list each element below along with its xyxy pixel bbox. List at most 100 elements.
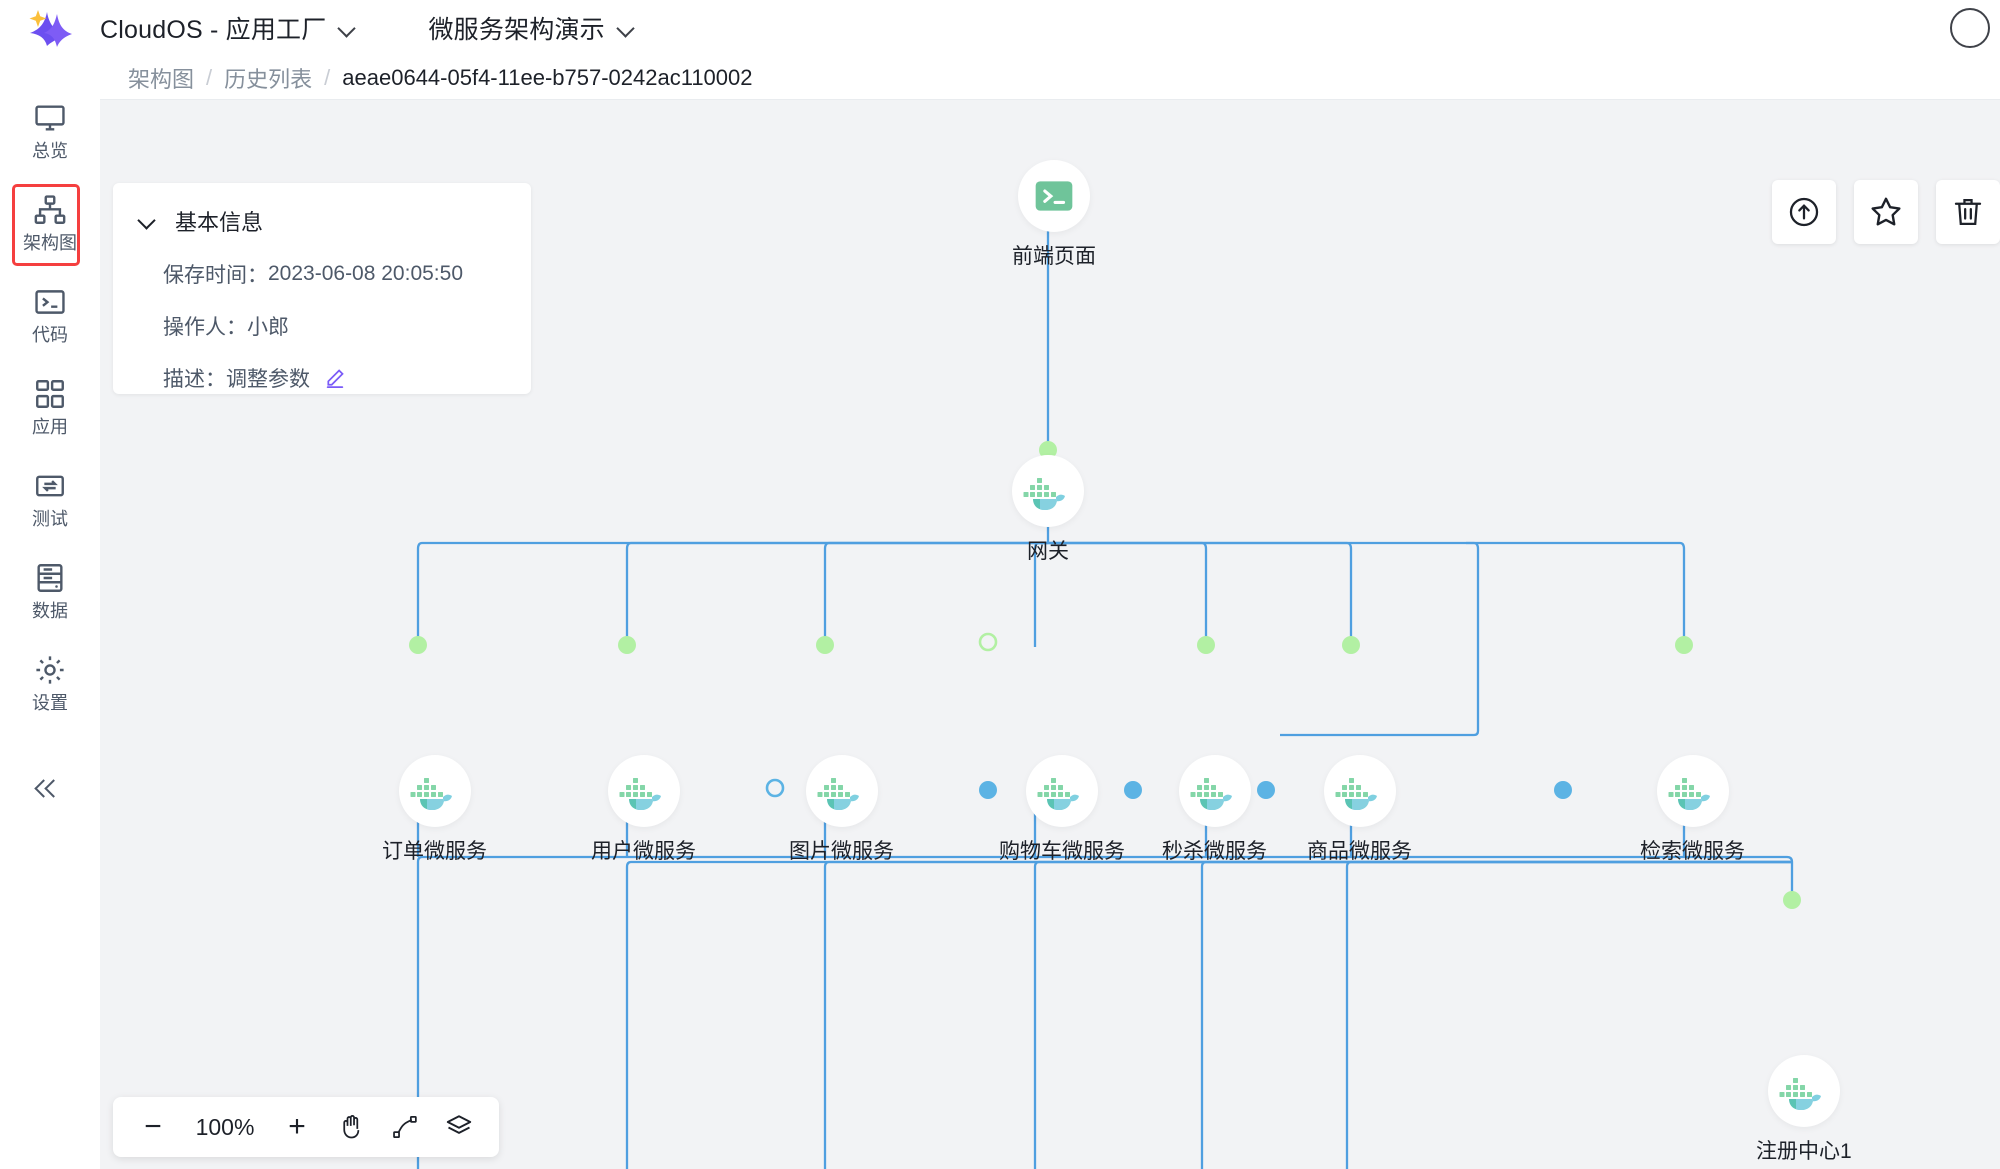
- sidebar-label: 代码: [32, 324, 68, 345]
- double-chevron-left-icon: [34, 778, 65, 800]
- zoom-out-button[interactable]: −: [129, 1103, 177, 1151]
- breadcrumb-item-current-id: aeae0644-05f4-11ee-b757-0242ac110002: [342, 64, 753, 90]
- node-label: 注册中心1: [1756, 1140, 1852, 1163]
- sidebar-item-settings[interactable]: 设置: [0, 636, 100, 728]
- upload-circle-icon: [1789, 197, 1819, 227]
- docker-whale-icon: [816, 778, 859, 810]
- breadcrumb: 架构图 / 历史列表 / aeae0644-05f4-11ee-b757-024…: [100, 56, 2000, 100]
- star-icon: [1871, 197, 1901, 226]
- description-value: 调整参数: [226, 368, 310, 391]
- breadcrumb-item-architecture[interactable]: 架构图: [128, 66, 195, 92]
- docker-whale-icon: [1778, 1078, 1821, 1110]
- diagram-node-product-service[interactable]: 商品微服务: [1307, 755, 1412, 865]
- export-button[interactable]: [1772, 180, 1836, 244]
- sidebar-label: 设置: [32, 692, 68, 713]
- database-icon: [33, 561, 67, 595]
- favorite-button[interactable]: [1854, 180, 1918, 244]
- breadcrumb-separator: /: [206, 64, 213, 90]
- sidebar-item-code[interactable]: 代码: [0, 268, 100, 360]
- basic-info-title: 基本信息: [175, 210, 264, 235]
- diagram-node-gateway[interactable]: 网关: [1012, 455, 1084, 565]
- layers-button[interactable]: [435, 1103, 483, 1151]
- node-label: 网关: [1027, 540, 1069, 563]
- left-sidebar: 总览 架构图 代码: [0, 56, 100, 1169]
- save-time-value: 2023-06-08 20:05:50: [268, 262, 463, 285]
- diagram-node-search-service[interactable]: 检索微服务: [1640, 755, 1745, 865]
- app-title-label: CloudOS - 应用工厂: [100, 15, 327, 44]
- diagram-action-buttons: [1772, 180, 2000, 244]
- node-label: 秒杀微服务: [1162, 840, 1267, 863]
- zoom-out-label: −: [144, 1110, 162, 1143]
- sidebar-item-overview[interactable]: 总览: [0, 84, 100, 176]
- node-icon-circle: [805, 755, 878, 827]
- top-bar: CloudOS - 应用工厂 微服务架构演示: [0, 0, 2000, 56]
- node-icon-circle: [1012, 455, 1084, 527]
- diagram-node-user-service[interactable]: 用户微服务: [591, 755, 696, 865]
- save-time-label: 保存时间：: [163, 264, 268, 287]
- docker-whale-icon: [1023, 478, 1065, 510]
- edge-route-icon: [393, 1115, 417, 1139]
- project-title-dropdown[interactable]: 微服务架构演示: [428, 10, 632, 46]
- docker-whale-icon: [409, 778, 452, 810]
- sidebar-collapse-button[interactable]: [0, 762, 100, 816]
- app-title-dropdown[interactable]: CloudOS - 应用工厂: [100, 10, 354, 46]
- save-time-row: 保存时间： 2023-06-08 20:05:50: [113, 259, 531, 289]
- monitor-icon: [33, 101, 67, 135]
- operator-row: 操作人： 小郎: [113, 311, 531, 341]
- operator-value: 小郎: [247, 316, 289, 339]
- sidebar-item-test[interactable]: 测试: [0, 452, 100, 544]
- sidebar-item-architecture[interactable]: 架构图: [0, 176, 100, 268]
- zoom-in-button[interactable]: +: [273, 1103, 321, 1151]
- node-label: 检索微服务: [1640, 840, 1745, 863]
- pencil-edit-icon[interactable]: [324, 367, 346, 389]
- sidebar-item-data[interactable]: 数据: [0, 544, 100, 636]
- layers-stack-icon: [446, 1115, 472, 1134]
- diagram-node-image-service[interactable]: 图片微服务: [789, 755, 894, 865]
- trash-icon: [1954, 198, 1982, 226]
- sparkle-logo-icon: [29, 9, 72, 47]
- project-title-label: 微服务架构演示: [428, 15, 605, 44]
- docker-whale-icon: [618, 778, 661, 810]
- pan-tool-button[interactable]: [327, 1103, 375, 1151]
- node-icon-circle: [398, 755, 471, 827]
- node-label: 图片微服务: [789, 840, 894, 863]
- node-label: 订单微服务: [382, 840, 487, 863]
- hand-pan-icon: [343, 1115, 360, 1139]
- node-label: 用户微服务: [591, 840, 696, 863]
- terminal-window-icon: [1035, 181, 1073, 211]
- docker-whale-icon: [1667, 778, 1710, 810]
- diagram-node-frontend[interactable]: 前端页面: [1012, 160, 1096, 270]
- sidebar-label: 应用: [32, 416, 68, 437]
- topbar-right-area: [1950, 7, 1990, 48]
- diagram-node-cart-service[interactable]: 购物车微服务: [999, 755, 1125, 865]
- description-row: 描述： 调整参数: [113, 363, 531, 393]
- description-label: 描述：: [163, 368, 226, 391]
- node-icon-circle: [607, 755, 680, 827]
- sidebar-item-apps[interactable]: 应用: [0, 360, 100, 452]
- chevron-down-icon[interactable]: [139, 213, 155, 229]
- user-avatar-icon[interactable]: [1950, 7, 1990, 48]
- node-icon-circle: [1656, 755, 1729, 827]
- edge-route-button[interactable]: [381, 1103, 429, 1151]
- node-icon-circle: [1178, 755, 1251, 827]
- diagram-node-registry-center[interactable]: 注册中心1: [1756, 1055, 1852, 1165]
- chevron-down-icon: [618, 20, 633, 35]
- breadcrumb-item-history[interactable]: 历史列表: [224, 66, 313, 92]
- node-icon-circle: [1018, 160, 1090, 232]
- basic-info-card: 基本信息 保存时间： 2023-06-08 20:05:50 操作人： 小郎 描…: [113, 183, 531, 394]
- diagram-node-order-service[interactable]: 订单微服务: [382, 755, 487, 865]
- app-logo[interactable]: [0, 8, 100, 48]
- docker-whale-icon: [1189, 778, 1232, 810]
- architecture-diagram: 前端页面: [100, 100, 2000, 1169]
- zoom-level-display[interactable]: 100%: [195, 1113, 255, 1140]
- docker-whale-icon: [1037, 778, 1079, 810]
- sidebar-label: 测试: [32, 508, 68, 529]
- delete-button[interactable]: [1936, 180, 2000, 244]
- sidebar-label: 总览: [32, 140, 68, 161]
- terminal-icon: [33, 285, 67, 319]
- diagram-canvas[interactable]: 前端页面: [100, 100, 2000, 1169]
- node-label: 商品微服务: [1307, 840, 1412, 863]
- basic-info-header[interactable]: 基本信息: [113, 205, 531, 237]
- diagram-node-seckill-service[interactable]: 秒杀微服务: [1162, 755, 1267, 865]
